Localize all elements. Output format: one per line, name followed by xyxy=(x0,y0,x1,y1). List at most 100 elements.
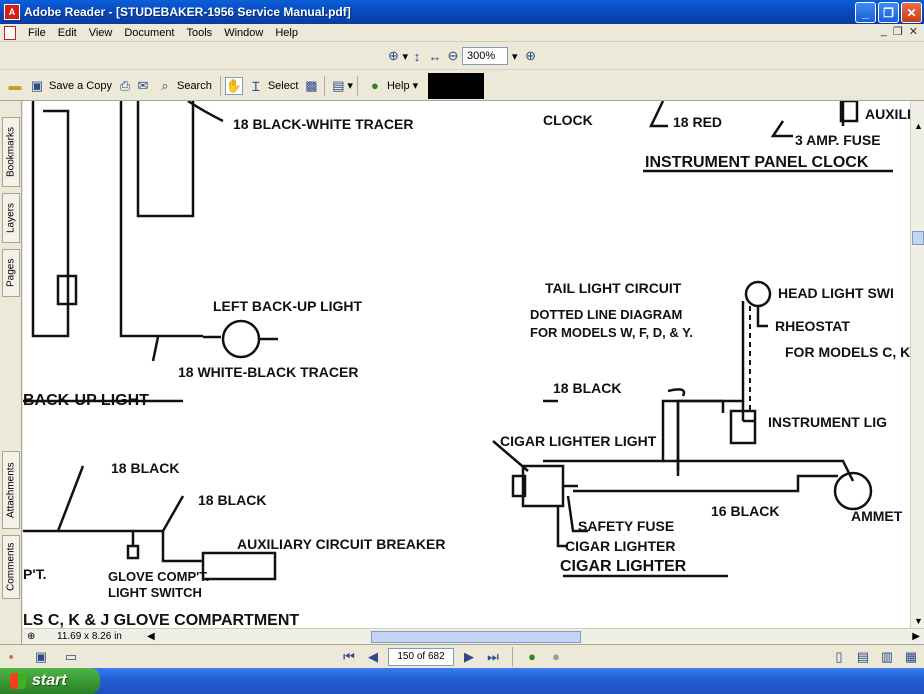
save-copy-button[interactable]: ▣ Save a Copy xyxy=(24,75,116,97)
diagram-label: DOTTED LINE DIAGRAM xyxy=(530,307,682,322)
page-layout-icon[interactable]: ▣ xyxy=(34,648,48,664)
zoom-in-icon[interactable]: ⊕ xyxy=(388,48,399,63)
diagram-label: 18 BLACK xyxy=(553,380,621,396)
diagram-label: CIGAR LIGHTER xyxy=(565,538,675,554)
snapshot-icon[interactable]: ▩ xyxy=(305,77,318,93)
single-page-icon[interactable]: ▯ xyxy=(835,648,843,664)
close-button[interactable]: ✕ xyxy=(901,2,922,23)
scroll-left-icon[interactable]: ◀ xyxy=(147,631,155,642)
print-icon[interactable]: ⎙ xyxy=(119,77,131,93)
start-button[interactable]: start xyxy=(0,668,100,694)
page-display-dropdown-icon[interactable]: ▾ xyxy=(347,80,353,92)
tab-attachments[interactable]: Attachments xyxy=(2,451,20,529)
continuous-facing-icon[interactable]: ▦ xyxy=(904,648,918,664)
menu-bar: File Edit View Document Tools Window Hel… xyxy=(0,24,924,42)
actual-size-icon[interactable]: ↕ xyxy=(413,48,421,64)
last-page-icon[interactable]: ⏭ xyxy=(487,648,499,664)
diagram-label: SAFETY FUSE xyxy=(578,518,674,534)
attachment-icon[interactable]: ▪ xyxy=(8,649,14,664)
scroll-down-icon[interactable]: ▼ xyxy=(914,616,923,626)
diagram-label: FOR MODELS W, F, D, & Y. xyxy=(530,325,693,340)
menu-file[interactable]: File xyxy=(28,26,46,39)
facing-icon[interactable]: ▥ xyxy=(880,648,894,664)
email-icon[interactable]: ✉ xyxy=(137,77,149,93)
hand-tool-icon[interactable]: ✋ xyxy=(224,76,243,95)
diagram-label: INSTRUMENT LIG xyxy=(768,414,887,430)
doc-restore-icon[interactable]: ❐ xyxy=(892,26,903,38)
menu-help[interactable]: Help xyxy=(275,26,298,39)
binoculars-icon: ⌕ xyxy=(161,77,169,93)
restore-button[interactable]: ❐ xyxy=(878,2,899,23)
diagram-label: INSTRUMENT PANEL CLOCK xyxy=(645,154,869,171)
tab-layers[interactable]: Layers xyxy=(2,193,20,243)
zoom-dropdown-arrow-icon[interactable]: ▾ xyxy=(402,50,408,63)
horizontal-scroll-thumb[interactable] xyxy=(371,630,581,643)
zoom-level-input[interactable]: 300% xyxy=(462,47,508,65)
diagram-label: 18 RED xyxy=(673,114,722,130)
diagram-label: LEFT BACK-UP LIGHT xyxy=(213,298,363,314)
diagram-label: BACK-UP LIGHT xyxy=(23,392,149,409)
diagram-label: 18 BLACK xyxy=(111,460,179,476)
menu-window[interactable]: Window xyxy=(224,26,264,39)
toolbar-separator xyxy=(356,75,358,96)
window-title: Adobe Reader - [STUDEBAKER-1956 Service … xyxy=(24,5,351,19)
previous-page-icon[interactable]: ◀ xyxy=(368,648,378,664)
tab-comments[interactable]: Comments xyxy=(2,535,20,599)
title-bar: A Adobe Reader - [STUDEBAKER-1956 Servic… xyxy=(0,0,924,24)
scroll-up-icon[interactable]: ▲ xyxy=(914,121,923,131)
navigation-bar: ▪ ▣ ▭ ⏮ ◀ 150 of 682 ▶ ⏭ ● ● ▯ ▤ ▥ ▦ xyxy=(0,644,924,668)
menu-document[interactable]: Document xyxy=(124,26,175,39)
first-page-icon[interactable]: ⏮ xyxy=(343,648,355,664)
diagram-label: P'T. xyxy=(23,566,47,582)
zoom-plus-icon[interactable]: ⊕ xyxy=(525,48,536,63)
diagram-label: 18 WHITE-BLACK TRACER xyxy=(178,364,358,380)
diagram-label: LIGHT SWITCH xyxy=(108,585,202,600)
page-icon[interactable]: ▭ xyxy=(64,648,78,664)
scroll-right-icon[interactable]: ▶ xyxy=(912,631,920,642)
main-toolbar: ▬ ▣ Save a Copy ⎙ ✉ ⌕ Search ✋ Ɪ Select … xyxy=(0,71,924,101)
diagram-label: CIGAR LIGHTER xyxy=(560,558,687,575)
diagram-label: HEAD LIGHT SWI xyxy=(778,285,894,301)
help-dropdown-icon: ▾ xyxy=(412,80,419,92)
navigation-panel: Bookmarks Layers Pages Attachments Comme… xyxy=(0,101,22,644)
taskbar: start xyxy=(0,668,924,694)
page-number-input[interactable]: 150 of 682 xyxy=(388,647,454,666)
page-display-icon[interactable]: ▤ xyxy=(332,77,345,93)
menu-view[interactable]: View xyxy=(88,26,113,39)
help-label: Help xyxy=(386,79,410,92)
page-size-icon: ⊕ xyxy=(27,631,36,642)
select-label: Select xyxy=(267,79,299,92)
select-tool-button[interactable]: Ɪ Select xyxy=(243,75,303,97)
open-folder-icon[interactable]: ▬ xyxy=(8,78,22,93)
pdf-document-icon[interactable] xyxy=(4,25,16,40)
document-view[interactable]: 18 BLACK-WHITE TRACER CLOCK 18 RED 3 AMP… xyxy=(23,101,910,628)
menu-edit[interactable]: Edit xyxy=(57,26,77,39)
horizontal-scrollbar[interactable]: ⊕ 11.69 x 8.26 in ◀ ▶ xyxy=(23,628,924,644)
fit-width-icon[interactable]: ↔ xyxy=(428,48,442,64)
doc-close-icon[interactable]: ✕ xyxy=(908,26,918,38)
adobe-reader-icon: A xyxy=(4,4,20,20)
vertical-scrollbar[interactable]: ▲ ▼ xyxy=(910,101,924,628)
next-page-icon[interactable]: ▶ xyxy=(464,648,474,664)
tab-bookmarks[interactable]: Bookmarks xyxy=(2,117,20,187)
help-button[interactable]: ● Help ▾ xyxy=(362,75,422,97)
diagram-label: CLOCK xyxy=(543,112,593,128)
diagram-label: 3 AMP. FUSE xyxy=(795,132,881,148)
wiring-diagram: 18 BLACK-WHITE TRACER CLOCK 18 RED 3 AMP… xyxy=(23,101,910,628)
go-back-icon[interactable]: ● xyxy=(528,649,536,664)
doc-minimize-icon[interactable]: _ xyxy=(880,25,887,37)
diagram-label: AUXILI xyxy=(865,106,910,122)
floppy-disk-icon: ▣ xyxy=(30,77,44,93)
page-size-label: 11.69 x 8.26 in xyxy=(57,631,122,642)
diagram-label: FOR MODELS C, K xyxy=(785,344,910,360)
vertical-scroll-thumb[interactable] xyxy=(912,231,924,245)
continuous-icon[interactable]: ▤ xyxy=(856,648,870,664)
go-forward-icon[interactable]: ● xyxy=(552,649,560,664)
search-button[interactable]: ⌕ Search xyxy=(152,75,216,97)
menu-tools[interactable]: Tools xyxy=(186,26,213,39)
zoom-level-dropdown-icon[interactable]: ▾ xyxy=(512,50,518,63)
minimize-button[interactable]: _ xyxy=(855,2,876,23)
tab-pages[interactable]: Pages xyxy=(2,249,20,297)
diagram-label: LS C, K & J GLOVE COMPARTMENT xyxy=(23,612,299,628)
zoom-out-icon[interactable]: ⊖ xyxy=(447,48,459,63)
